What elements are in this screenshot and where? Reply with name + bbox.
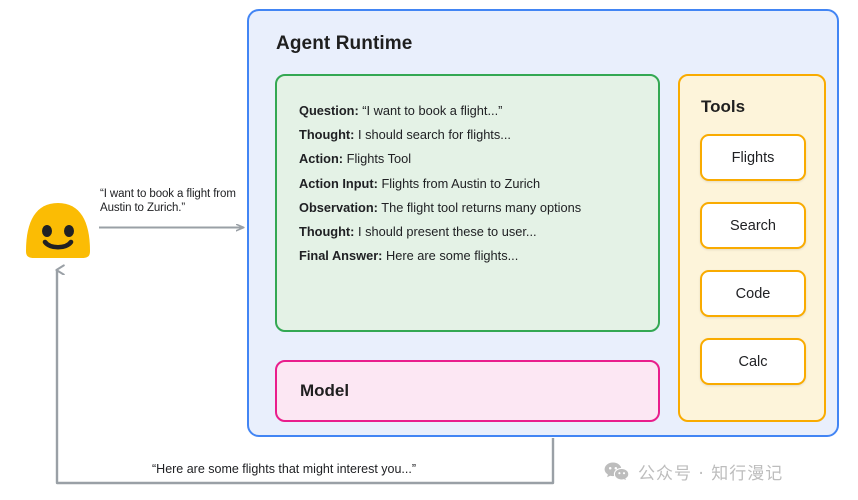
trace-value: “I want to book a flight...” bbox=[362, 103, 503, 118]
trace-label: Thought: bbox=[299, 224, 355, 240]
react-trace-list: Question: “I want to book a flight...” T… bbox=[299, 99, 648, 268]
model-box: Model bbox=[275, 360, 660, 422]
trace-row: Question: “I want to book a flight...” bbox=[299, 99, 648, 123]
user-request-label: “I want to book a flight from Austin to … bbox=[100, 188, 236, 214]
trace-row: Observation: The flight tool returns man… bbox=[299, 196, 648, 220]
trace-row: Thought: I should present these to user.… bbox=[299, 220, 648, 244]
trace-row: Action: Flights Tool bbox=[299, 147, 648, 171]
agent-response-label: “Here are some flights that might intere… bbox=[152, 462, 416, 476]
trace-label: Question: bbox=[299, 103, 359, 118]
trace-value: Flights Tool bbox=[346, 151, 412, 167]
avatar bbox=[22, 193, 94, 265]
tool-item-code[interactable]: Code bbox=[700, 270, 806, 317]
trace-row: Final Answer: Here are some flights... bbox=[299, 244, 648, 268]
agent-runtime-panel: Agent Runtime Question: “I want to book … bbox=[247, 9, 839, 437]
tool-item-flights[interactable]: Flights bbox=[700, 134, 806, 181]
react-trace-box: Question: “I want to book a flight...” T… bbox=[275, 74, 660, 332]
tools-list: Flights Search Code Calc bbox=[700, 134, 806, 385]
trace-label: Action: bbox=[299, 151, 344, 167]
tools-title: Tools bbox=[701, 97, 746, 116]
trace-label: Final Answer: bbox=[299, 248, 383, 264]
smiley-face-icon bbox=[26, 203, 90, 258]
tools-panel: Tools Flights Search Code Calc bbox=[678, 74, 826, 422]
agent-runtime-title: Agent Runtime bbox=[276, 33, 413, 54]
watermark: 公众号 · 知行漫记 bbox=[604, 459, 783, 484]
wechat-icon bbox=[604, 462, 630, 482]
trace-label: Thought: bbox=[299, 127, 355, 143]
trace-value: I should search for flights... bbox=[358, 127, 511, 143]
trace-label: Action Input: bbox=[299, 175, 378, 191]
model-title: Model bbox=[300, 381, 350, 400]
trace-value: Flights from Austin to Zurich bbox=[381, 175, 541, 191]
trace-value: I should present these to user... bbox=[358, 224, 537, 240]
trace-label: Observation: bbox=[299, 199, 378, 215]
trace-value: The flight tool returns many options bbox=[381, 199, 582, 215]
tool-item-search[interactable]: Search bbox=[700, 202, 806, 249]
trace-row: Action Input: Flights from Austin to Zur… bbox=[299, 172, 648, 196]
trace-row: Thought: I should search for flights... bbox=[299, 123, 648, 147]
watermark-text: 公众号 · 知行漫记 bbox=[638, 464, 784, 484]
trace-value: Here are some flights... bbox=[386, 248, 519, 264]
tool-item-calc[interactable]: Calc bbox=[700, 338, 806, 385]
